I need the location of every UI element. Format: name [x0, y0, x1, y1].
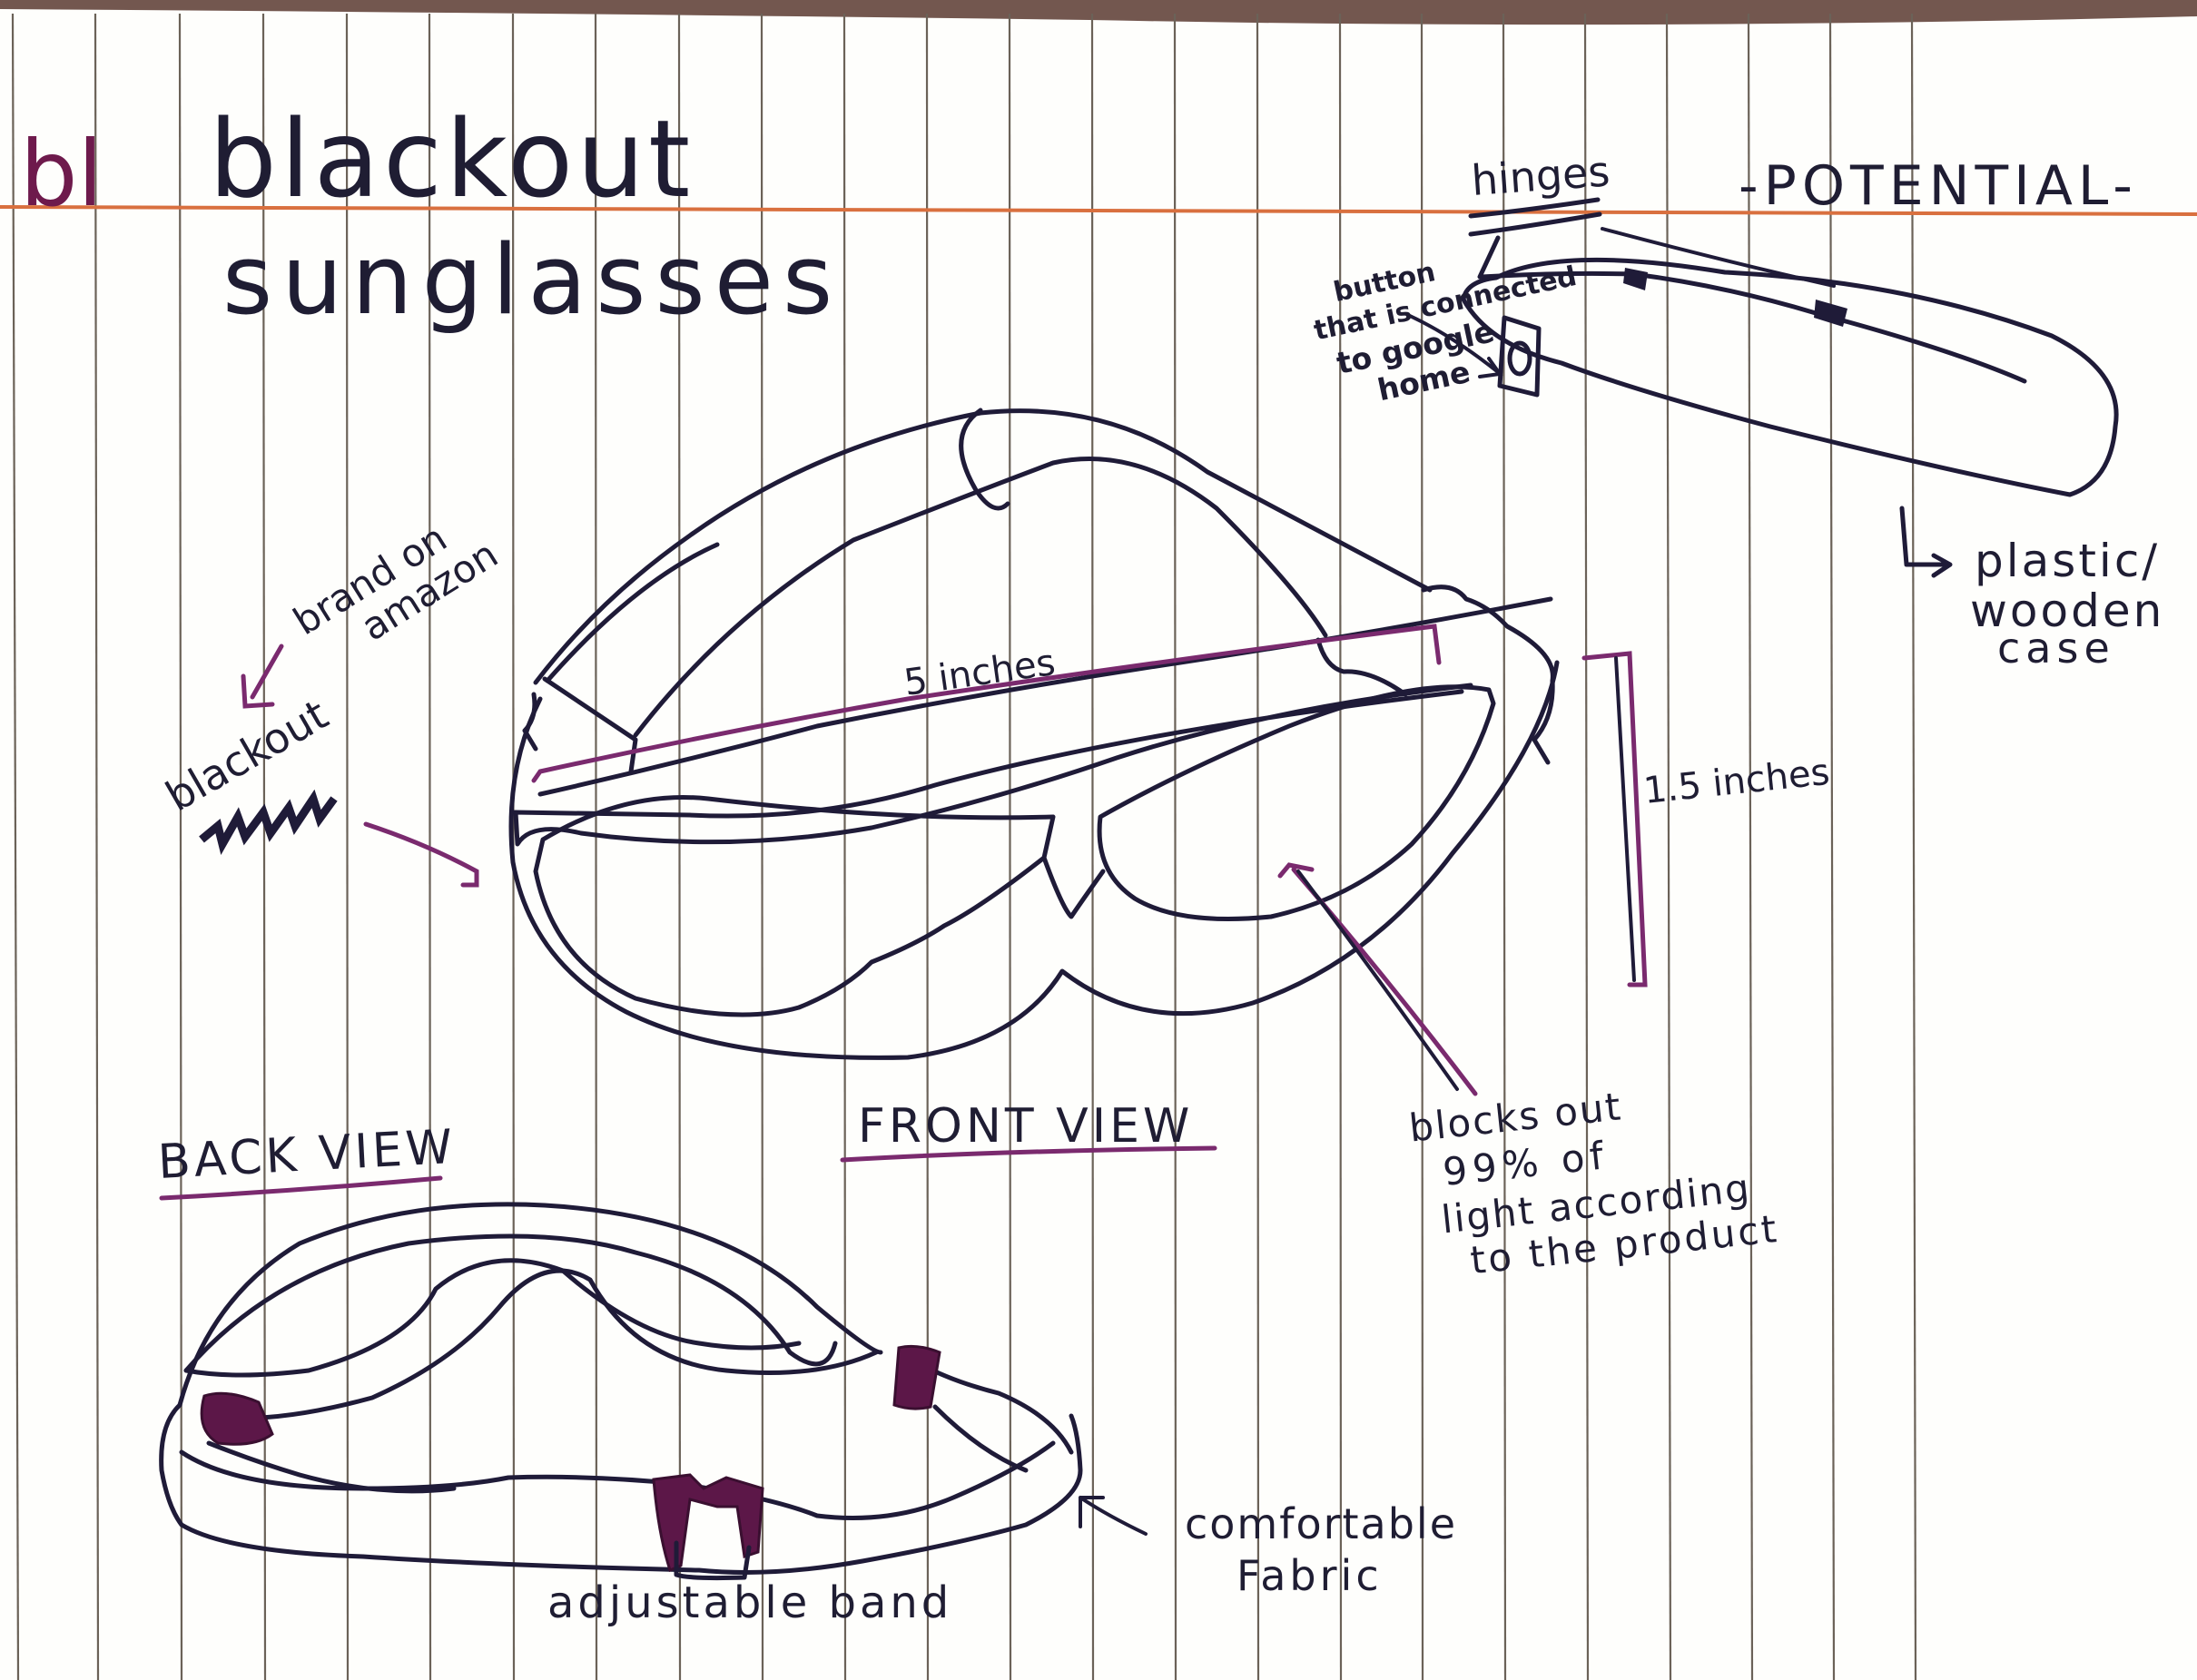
brand-arrow — [241, 644, 284, 709]
width-dimension-line — [531, 624, 1442, 783]
potential-heading: -POTENTIAL- — [1739, 154, 2138, 218]
front-view-underline — [840, 1145, 1217, 1163]
vertical-rule-lines — [11, 13, 1917, 1680]
light-label: blocks out 99% of light according to the… — [1407, 1084, 1781, 1282]
margin-line — [0, 205, 2197, 216]
title-line-2: sunglasses — [222, 224, 842, 336]
material-pointer — [1899, 506, 1953, 578]
hinges-underline — [1468, 197, 1601, 219]
title-line-1: blackout — [209, 96, 694, 221]
scribble-out — [199, 789, 338, 856]
button-label: button that is connected to google home — [1311, 256, 1580, 408]
band-outer — [159, 1402, 1083, 1575]
strap-clip-left — [200, 1391, 274, 1446]
back-view-sketch — [159, 1202, 1148, 1581]
fabric-label-2: Fabric — [1236, 1551, 1383, 1600]
lens-left — [533, 794, 1056, 1017]
page-top-edge — [0, 0, 2197, 25]
back-view-underline — [159, 1175, 443, 1201]
case-outline — [1461, 257, 2119, 497]
button-pointer — [1408, 314, 1503, 378]
hinges-label: hinges — [1470, 146, 1611, 205]
brand-label: brand on amazon — [286, 516, 506, 650]
height-dimension-line — [1581, 651, 1648, 987]
brand-pointer — [363, 821, 479, 888]
material-label-3: case — [1997, 624, 2115, 673]
front-view-label: FRONT VIEW — [858, 1099, 1193, 1154]
band-label: adjustable band — [547, 1577, 952, 1628]
material-label-1: plastic/ — [1975, 535, 2160, 587]
material-label-2: wooden — [1970, 585, 2164, 637]
button-circle — [1507, 340, 1532, 377]
strap-clip-right — [892, 1344, 941, 1410]
front-view-sketch: 5 inches 1.5 inches — [363, 408, 1832, 1096]
goggle-outer-top — [177, 1202, 883, 1408]
header-tag: bl — [20, 121, 103, 227]
fabric-arrow — [1079, 1496, 1148, 1536]
case-sketch: -POTENTIAL- hinges button that is connec… — [1311, 146, 2164, 673]
fabric-label-1: comfortable — [1185, 1499, 1457, 1548]
lens-right — [1097, 684, 1496, 921]
adjustable-buckle — [652, 1473, 764, 1573]
strap-loop — [959, 408, 1010, 511]
frame-outer — [508, 660, 1560, 1060]
height-label: 1.5 inches — [1641, 752, 1831, 812]
button-square — [1497, 315, 1542, 398]
